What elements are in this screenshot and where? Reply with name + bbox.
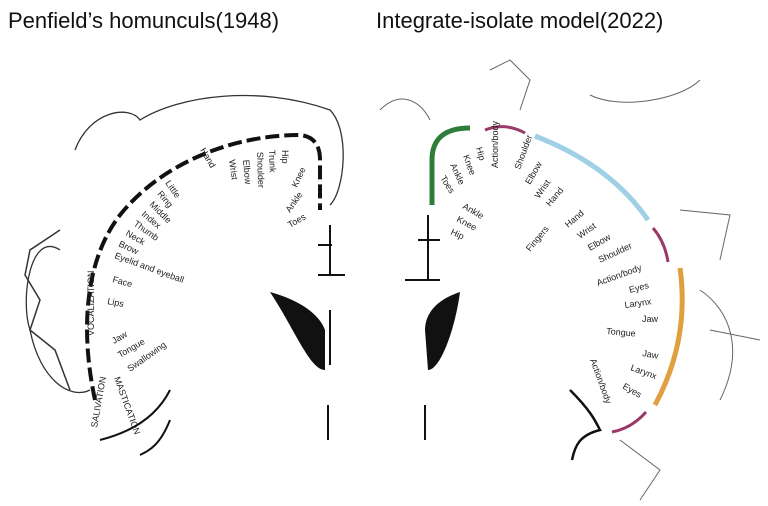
right-model — [379, 59, 761, 501]
lower-limb-arc — [429, 125, 471, 205]
face-arc — [652, 267, 685, 407]
right-label-action-body: Action/body — [490, 120, 500, 168]
left-midline — [318, 225, 345, 440]
left-label-face: Face — [111, 274, 133, 289]
left-label-vocalization: VOCALIZATION — [86, 271, 96, 336]
right-label-jaw: Jaw — [642, 348, 660, 361]
right-label-jaw: Jaw — [642, 314, 659, 324]
left-label-jaw: Jaw — [110, 329, 129, 346]
left-label-shoulder: Shoulder — [255, 152, 266, 188]
right-label-action-body: Action/body — [588, 357, 614, 405]
left-label-wrist: Wrist — [227, 159, 240, 181]
right-midline — [405, 215, 440, 440]
left-label-lips: Lips — [107, 296, 125, 309]
left-label-ankle: Ankle — [283, 190, 304, 214]
left-label-knee: Knee — [290, 166, 308, 189]
left-label-trunk: Trunk — [267, 150, 278, 174]
right-label-shoulder: Shoulder — [512, 133, 534, 170]
right-ventricle-shape — [425, 292, 460, 370]
right-label-fingers: Fingers — [524, 223, 551, 253]
right-label-eyes: Eyes — [621, 381, 644, 400]
brainstem-sketch — [99, 389, 171, 456]
right-label-wrist: Wrist — [575, 220, 598, 240]
right-label-hip: Hip — [449, 227, 465, 242]
action-body-arc-top — [484, 125, 526, 135]
upper-limb-arc — [534, 133, 651, 222]
right-label-hand: Hand — [563, 208, 586, 229]
action-body-arc-bottom — [611, 411, 648, 434]
action-body-arc-mid — [651, 227, 670, 263]
right-title: Integrate-isolate model(2022) — [376, 8, 664, 33]
left-label-salivation: SALIVATION — [89, 376, 108, 429]
homunculus-body-sketch — [25, 94, 344, 394]
left-title: Penfield’s homunculs(1948) — [8, 8, 280, 33]
left-label-hip: Hip — [280, 150, 290, 164]
right-label-larynx: Larynx — [624, 296, 653, 310]
left-ventricle-shape — [270, 292, 325, 370]
right-brainstem-sketch — [569, 389, 602, 461]
face-sketch-icon — [24, 229, 71, 391]
right-label-tongue: Tongue — [606, 326, 636, 339]
left-label-toes: Toes — [286, 211, 308, 229]
body-sketches — [379, 59, 761, 501]
right-label-larynx: Larynx — [629, 362, 658, 381]
penfield-cortex-strip — [85, 132, 322, 401]
left-label-mastication: MASTICATION — [112, 375, 142, 436]
right-label-hip: Hip — [474, 146, 487, 162]
right-label-eyes: Eyes — [628, 280, 650, 295]
left-homunculus — [24, 94, 345, 456]
left-label-elbow: Elbow — [241, 159, 253, 185]
